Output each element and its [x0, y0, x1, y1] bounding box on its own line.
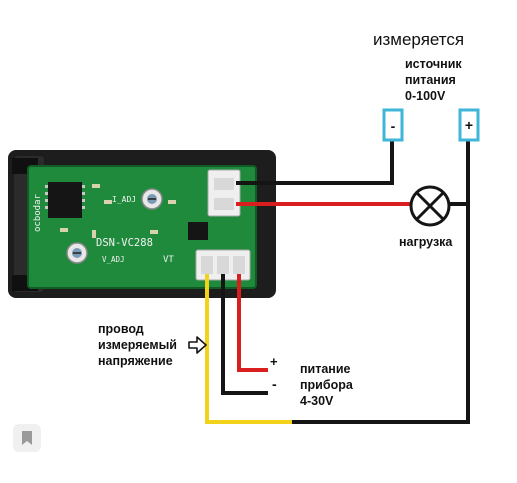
wire-black-to-source-minus	[236, 138, 394, 185]
wire-black-meter-power-minus	[221, 274, 268, 395]
mcu-chip	[48, 182, 82, 218]
label-source-line2: питания	[405, 73, 456, 87]
wire-black-common-return	[290, 204, 470, 424]
wire-load-to-source-plus	[450, 138, 470, 206]
connector-bottom	[195, 249, 251, 281]
outline-right-arrow-icon	[188, 336, 207, 354]
label-wire-line2: измеряемый	[98, 338, 177, 352]
label-wire-line3: напряжение	[98, 354, 173, 368]
bookmark-icon[interactable]	[13, 424, 41, 452]
label-measured: измеряется	[373, 30, 464, 49]
label-source-line3: 0-100V	[405, 89, 446, 103]
meter-module: ocbodar	[8, 150, 276, 298]
label-meter-power-line1: питание	[300, 362, 351, 376]
terminal-plus-sign: +	[465, 117, 473, 133]
smd-components	[60, 184, 176, 238]
wires	[205, 138, 470, 424]
board-label-vt: VT	[163, 255, 174, 265]
label-source-line1: источник	[405, 57, 462, 71]
source-terminal-plus: +	[458, 108, 480, 142]
label-meter-power-line3: 4-30V	[300, 394, 334, 408]
board-edge-text: ocbodar	[33, 193, 43, 232]
connector-top	[207, 169, 241, 217]
terminal-minus-sign: -	[391, 118, 396, 134]
pcb-board-shade	[27, 165, 257, 289]
lamp-cross-icon	[409, 185, 451, 227]
label-meter-plus: +	[270, 354, 278, 369]
trimmer-v-adj	[66, 242, 88, 264]
label-load: нагрузка	[399, 235, 453, 249]
source-terminal-minus: -	[382, 108, 404, 142]
chip-pins	[45, 185, 85, 209]
label-meter-minus: -	[272, 376, 277, 392]
op-amp-chip	[188, 222, 208, 240]
label-meter-power-line2: прибора	[300, 378, 354, 392]
board-label-v-adj: V_ADJ	[102, 255, 125, 264]
wire-red-meter-power-plus	[237, 274, 268, 372]
trimmer-i-adj	[141, 188, 163, 210]
board-label-i-adj: I_ADJ	[112, 195, 136, 204]
board-model-label: DSN-VC288	[96, 237, 153, 249]
label-wire-line1: провод	[98, 322, 144, 336]
wire-yellow-measure	[205, 274, 292, 424]
